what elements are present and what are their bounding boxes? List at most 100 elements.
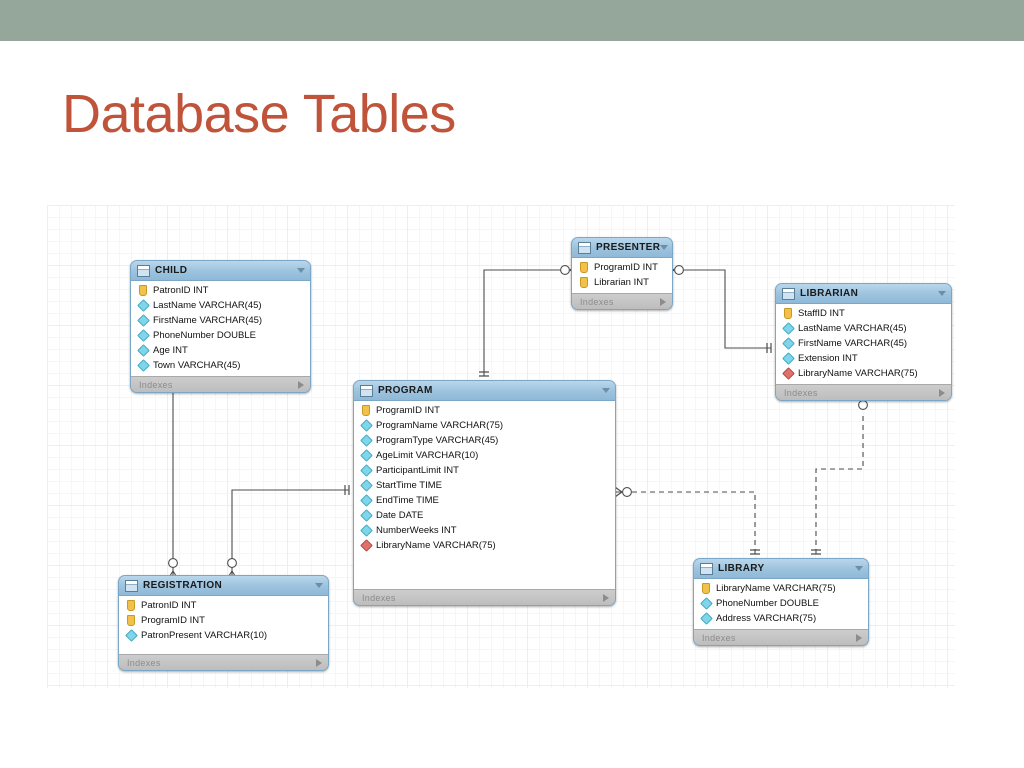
field-row[interactable]: ProgramName VARCHAR(75) [354, 418, 615, 433]
key-icon [784, 308, 792, 319]
field-row[interactable]: LastName VARCHAR(45) [776, 321, 951, 336]
er-table-registration[interactable]: REGISTRATION PatronID INT ProgramID INT … [118, 575, 329, 671]
key-icon [139, 285, 147, 296]
table-icon [137, 264, 150, 277]
caret-down-icon[interactable] [315, 583, 323, 588]
table-header-registration[interactable]: REGISTRATION [119, 576, 328, 596]
key-icon [580, 262, 588, 273]
field-label: ProgramID INT [594, 262, 658, 273]
field-row[interactable]: Date DATE [354, 508, 615, 523]
table-header-child[interactable]: CHILD [131, 261, 310, 281]
field-row[interactable]: FirstName VARCHAR(45) [131, 313, 310, 328]
field-row[interactable]: PhoneNumber DOUBLE [694, 596, 868, 611]
caret-down-icon[interactable] [938, 291, 946, 296]
key-icon [362, 405, 370, 416]
field-label: EndTime TIME [376, 495, 439, 506]
field-label: LastName VARCHAR(45) [153, 300, 262, 311]
table-footer-indexes[interactable]: Indexes [572, 293, 672, 309]
field-label: StartTime TIME [376, 480, 442, 491]
table-icon [782, 287, 795, 300]
table-header-library[interactable]: LIBRARY [694, 559, 868, 579]
connector-library-program [611, 484, 760, 555]
caret-right-icon[interactable] [316, 658, 322, 667]
diamond-icon [360, 494, 373, 507]
er-table-presenter[interactable]: PRESENTER ProgramID INT Librarian INT In… [571, 237, 673, 310]
field-row[interactable]: StartTime TIME [354, 478, 615, 493]
table-header-librarian[interactable]: LIBRARIAN [776, 284, 951, 304]
table-footer-indexes[interactable]: Indexes [776, 384, 951, 400]
field-row[interactable]: Town VARCHAR(45) [131, 358, 310, 373]
field-row[interactable]: LibraryName VARCHAR(75) [776, 366, 951, 381]
diamond-icon [700, 597, 713, 610]
field-row[interactable]: Extension INT [776, 351, 951, 366]
caret-right-icon[interactable] [939, 388, 945, 397]
field-row[interactable]: PatronID INT [119, 598, 328, 613]
table-footer-indexes[interactable]: Indexes [354, 589, 615, 605]
field-row[interactable]: LibraryName VARCHAR(75) [694, 581, 868, 596]
caret-down-icon[interactable] [602, 388, 610, 393]
er-table-library[interactable]: LIBRARY LibraryName VARCHAR(75) PhoneNum… [693, 558, 869, 646]
field-row[interactable]: ProgramID INT [354, 403, 615, 418]
table-footer-indexes[interactable]: Indexes [131, 376, 310, 392]
caret-right-icon[interactable] [298, 380, 304, 389]
field-row[interactable]: Librarian INT [572, 275, 672, 290]
er-table-program[interactable]: PROGRAM ProgramID INT ProgramName VARCHA… [353, 380, 616, 606]
field-label: Age INT [153, 345, 188, 356]
field-row[interactable]: LibraryName VARCHAR(75) [354, 538, 615, 553]
field-label: NumberWeeks INT [376, 525, 457, 536]
table-fields-presenter: ProgramID INT Librarian INT [572, 258, 672, 293]
field-row[interactable]: ProgramID INT [119, 613, 328, 628]
field-row[interactable]: LastName VARCHAR(45) [131, 298, 310, 313]
caret-right-icon[interactable] [603, 593, 609, 602]
er-table-child[interactable]: CHILD PatronID INT LastName VARCHAR(45) … [130, 260, 311, 393]
table-icon [125, 579, 138, 592]
field-row[interactable]: Age INT [131, 343, 310, 358]
field-label: LibraryName VARCHAR(75) [716, 583, 836, 594]
caret-down-icon[interactable] [660, 245, 669, 250]
field-label: Date DATE [376, 510, 424, 521]
er-diagram-canvas[interactable]: CHILD PatronID INT LastName VARCHAR(45) … [47, 205, 955, 688]
caret-right-icon[interactable] [660, 297, 666, 306]
table-fields-registration: PatronID INT ProgramID INT PatronPresent… [119, 596, 328, 654]
diamond-icon [137, 314, 150, 327]
field-row[interactable]: StaffID INT [776, 306, 951, 321]
table-footer-indexes[interactable]: Indexes [694, 629, 868, 645]
field-row[interactable]: ProgramID INT [572, 260, 672, 275]
table-footer-indexes[interactable]: Indexes [119, 654, 328, 670]
caret-down-icon[interactable] [297, 268, 305, 273]
diamond-red-icon [360, 539, 373, 552]
table-fields-program: ProgramID INT ProgramName VARCHAR(75) Pr… [354, 401, 615, 589]
diamond-icon [125, 629, 138, 642]
er-table-librarian[interactable]: LIBRARIAN StaffID INT LastName VARCHAR(4… [775, 283, 952, 401]
field-row[interactable]: PatronID INT [131, 283, 310, 298]
field-label: ProgramID INT [376, 405, 440, 416]
table-header-program[interactable]: PROGRAM [354, 381, 615, 401]
table-body-spacer [119, 643, 328, 651]
field-label: StaffID INT [798, 308, 845, 319]
slide-top-bar [0, 0, 1024, 41]
field-row[interactable]: PatronPresent VARCHAR(10) [119, 628, 328, 643]
caret-right-icon[interactable] [856, 633, 862, 642]
table-header-presenter[interactable]: PRESENTER [572, 238, 672, 258]
field-row[interactable]: AgeLimit VARCHAR(10) [354, 448, 615, 463]
diamond-icon [360, 479, 373, 492]
diamond-icon [360, 434, 373, 447]
field-row[interactable]: ProgramType VARCHAR(45) [354, 433, 615, 448]
caret-down-icon[interactable] [855, 566, 863, 571]
field-row[interactable]: EndTime TIME [354, 493, 615, 508]
indexes-label: Indexes [362, 592, 396, 603]
table-name-child: CHILD [155, 265, 188, 276]
diamond-icon [360, 419, 373, 432]
field-row[interactable]: FirstName VARCHAR(45) [776, 336, 951, 351]
indexes-label: Indexes [702, 632, 736, 643]
field-row[interactable]: Address VARCHAR(75) [694, 611, 868, 626]
field-label: ProgramType VARCHAR(45) [376, 435, 499, 446]
diamond-icon [360, 449, 373, 462]
field-row[interactable]: NumberWeeks INT [354, 523, 615, 538]
diamond-icon [782, 322, 795, 335]
diamond-icon [360, 509, 373, 522]
field-row[interactable]: PhoneNumber DOUBLE [131, 328, 310, 343]
field-label: ProgramName VARCHAR(75) [376, 420, 504, 431]
field-row[interactable]: ParticipantLimit INT [354, 463, 615, 478]
